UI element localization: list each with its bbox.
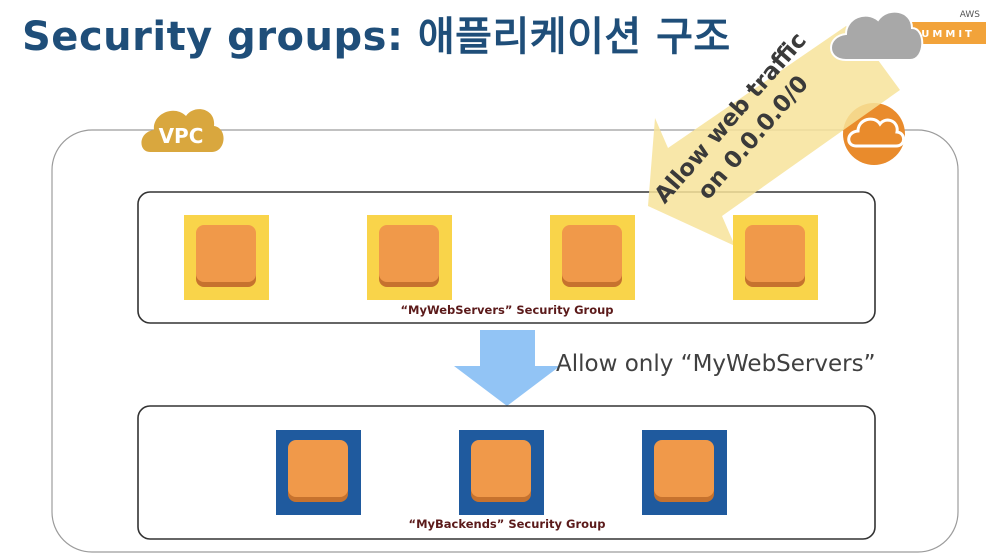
web-group-label: “MyWebServers” Security Group	[400, 303, 613, 317]
logo-summit-text: SUMMIT	[911, 29, 975, 40]
web-instance	[184, 215, 269, 300]
backend-instance	[642, 430, 727, 515]
backend-security-group	[137, 405, 876, 540]
vpc-cloud-icon: VPC	[141, 109, 224, 152]
flow-arrow	[454, 330, 560, 406]
vpc-boundary	[51, 129, 959, 553]
backend-group-label: “MyBackends” Security Group	[409, 517, 606, 531]
logo-aws-text: AWS	[960, 10, 981, 20]
backend-instance	[276, 430, 361, 515]
web-instances	[184, 215, 818, 300]
backend-instances	[276, 430, 727, 515]
web-instance	[367, 215, 452, 300]
backend-instance	[459, 430, 544, 515]
page-title: Security groups: 애플리케이션 구조	[22, 14, 731, 60]
internet-cloud-shape	[830, 10, 924, 61]
web-instance	[550, 215, 635, 300]
flow-label: Allow only “MyWebServers”	[556, 351, 876, 377]
web-instance	[733, 215, 818, 300]
vpc-label: VPC	[159, 124, 204, 148]
